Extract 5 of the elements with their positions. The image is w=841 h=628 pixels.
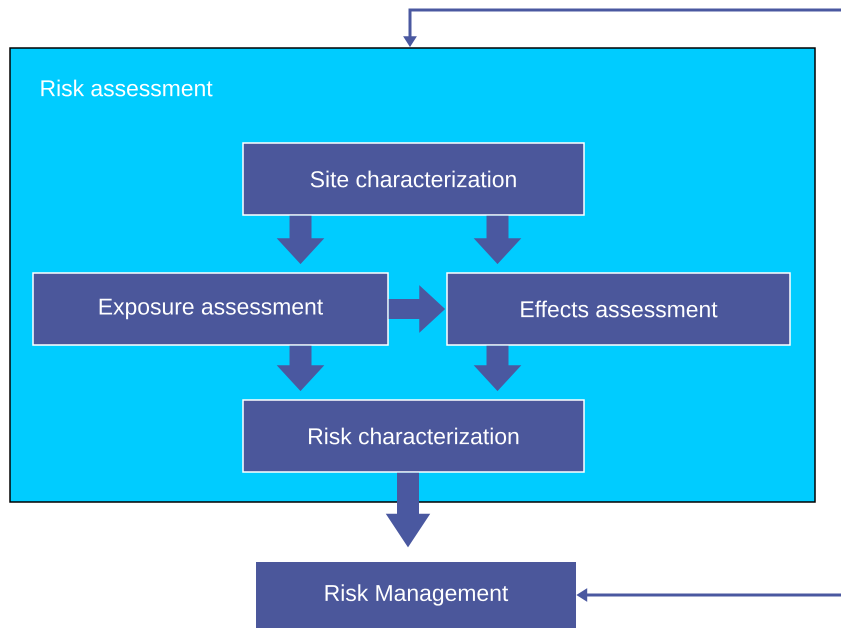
process-box: Effects assessment — [446, 272, 791, 346]
process-box: Risk characterization — [242, 399, 585, 473]
process-box: Risk Management — [256, 562, 576, 628]
process-box: Site characterization — [242, 142, 585, 216]
process-box: Exposure assessment — [32, 272, 389, 346]
